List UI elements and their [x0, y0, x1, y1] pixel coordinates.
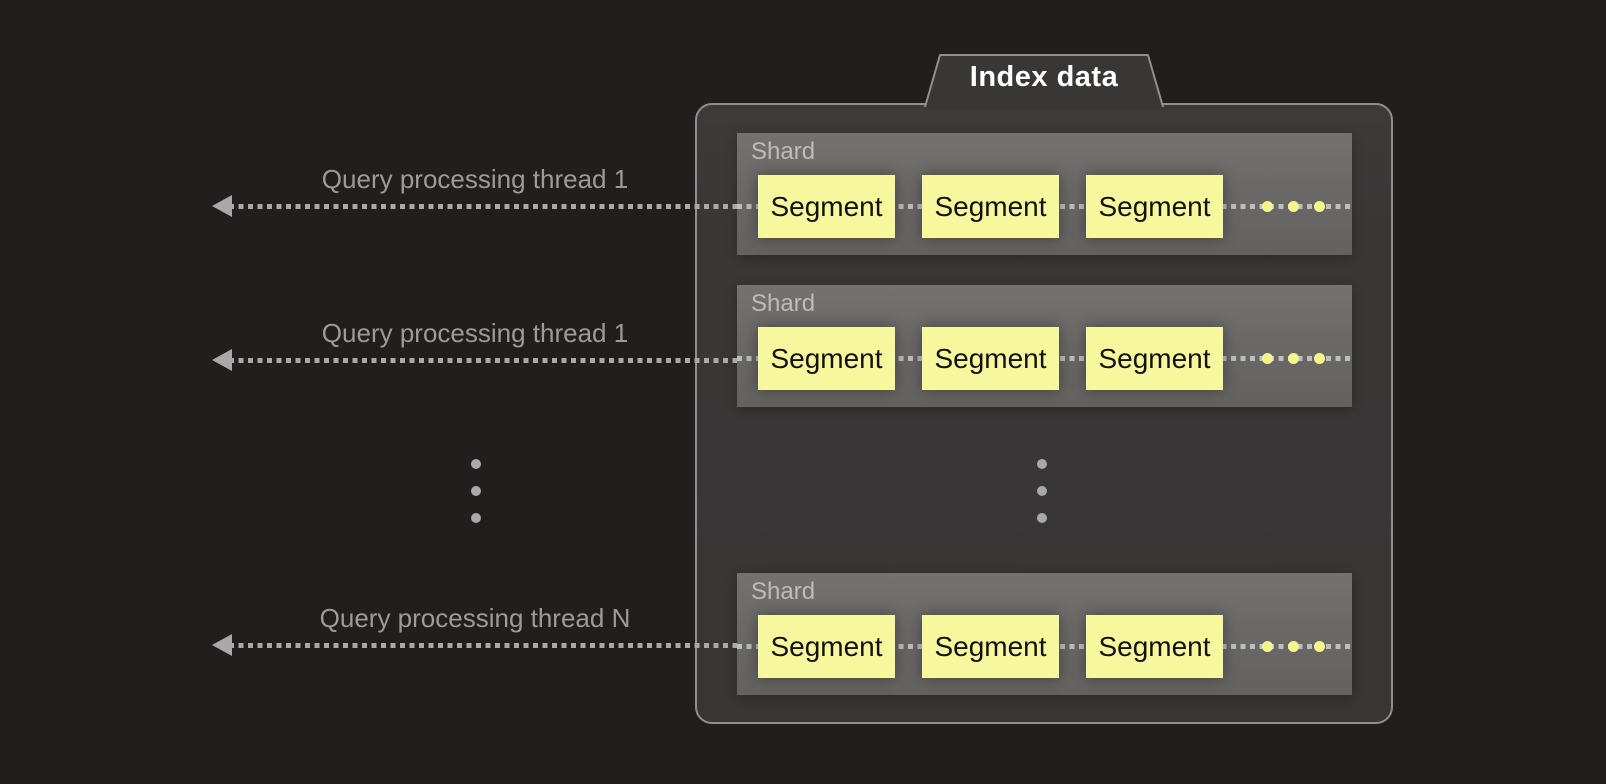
segment-box: Segment: [922, 175, 1059, 238]
segment-box: Segment: [1086, 615, 1223, 678]
segment-box: Segment: [922, 327, 1059, 390]
thread-label-3: Query processing thread N: [319, 603, 631, 633]
thread-arrow-line-1: [229, 204, 737, 209]
index-data-tab: [924, 54, 1164, 109]
segment-box: Segment: [758, 615, 895, 678]
shards-ellipsis-dot: [1037, 513, 1047, 523]
shard-row-2: Shard Segment Segment Segment: [737, 285, 1352, 407]
shard-label: Shard: [751, 290, 816, 317]
more-segments-ellipsis-dot: [1262, 641, 1273, 652]
shard-row-3: Shard Segment Segment Segment: [737, 573, 1352, 695]
thread-arrow-line-2: [229, 358, 737, 363]
threads-ellipsis-dot: [471, 486, 481, 496]
segment-box: Segment: [1086, 327, 1223, 390]
shard-label: Shard: [751, 138, 816, 165]
more-segments-ellipsis-dot: [1262, 353, 1273, 364]
thread-label-1: Query processing thread 1: [321, 164, 629, 194]
more-segments-ellipsis-dot: [1314, 641, 1325, 652]
more-segments-ellipsis-dot: [1262, 201, 1273, 212]
segment-box: Segment: [758, 327, 895, 390]
thread-arrow-head-2: [212, 349, 232, 371]
shard-label: Shard: [751, 578, 816, 605]
segment-box: Segment: [758, 175, 895, 238]
segment-box: Segment: [1086, 175, 1223, 238]
thread-arrow-head-3: [212, 634, 232, 656]
shard-row-1: Shard Segment Segment Segment: [737, 133, 1352, 255]
thread-label-2: Query processing thread 1: [321, 318, 629, 348]
more-segments-ellipsis-dot: [1314, 201, 1325, 212]
more-segments-ellipsis-dot: [1288, 641, 1299, 652]
more-segments-ellipsis-dot: [1288, 353, 1299, 364]
segment-box: Segment: [922, 615, 1059, 678]
thread-arrow-line-3: [229, 643, 737, 648]
index-data-title: Index data: [969, 61, 1119, 93]
thread-arrow-head-1: [212, 195, 232, 217]
threads-ellipsis-dot: [471, 513, 481, 523]
shards-ellipsis-dot: [1037, 486, 1047, 496]
more-segments-ellipsis-dot: [1288, 201, 1299, 212]
threads-ellipsis-dot: [471, 459, 481, 469]
more-segments-ellipsis-dot: [1314, 353, 1325, 364]
index-data-container: Shard Segment Segment Segment Shard Segm…: [695, 103, 1393, 724]
shards-ellipsis-dot: [1037, 459, 1047, 469]
